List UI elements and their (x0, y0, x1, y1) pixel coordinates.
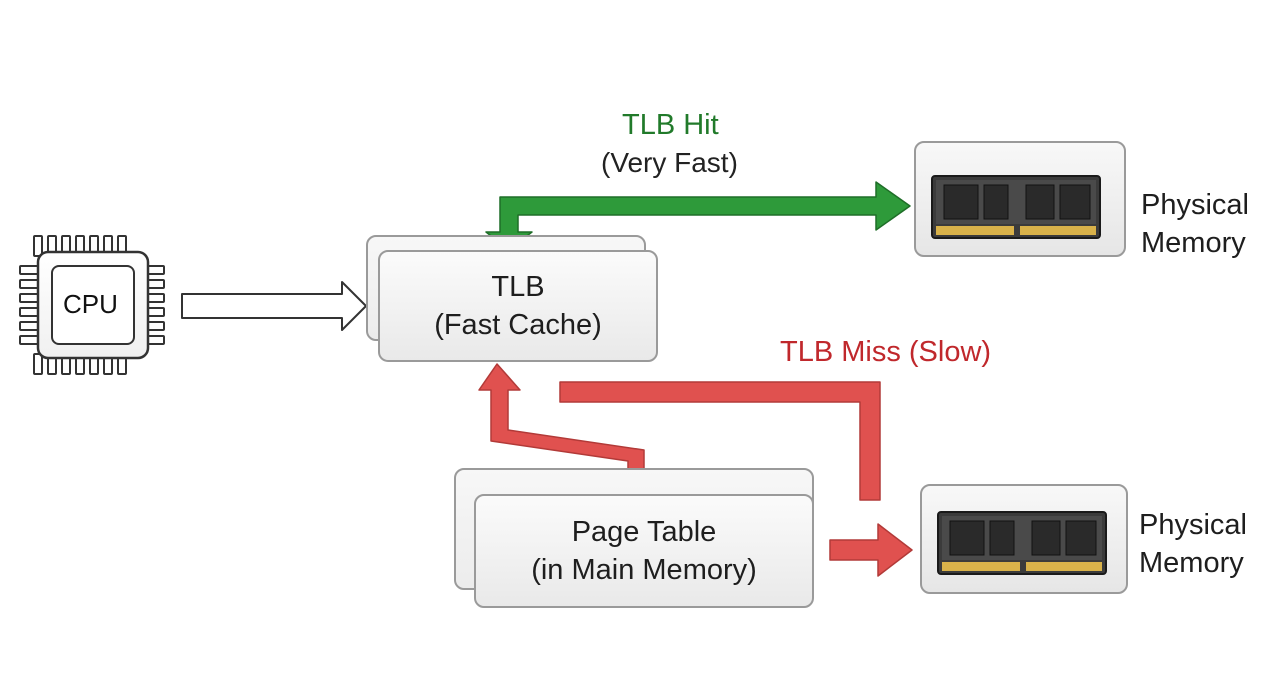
page-table-box: Page Table (in Main Memory) (474, 494, 814, 608)
tlb-hit-speed-label: (Very Fast) (601, 147, 738, 178)
ram-module-bottom-icon (937, 511, 1107, 575)
tlb-box: TLB (Fast Cache) (378, 250, 658, 362)
cpu-to-tlb-arrow (181, 281, 367, 331)
ram-module-top-icon (931, 175, 1101, 239)
tlb-subtitle: (Fast Cache) (434, 309, 602, 341)
page-table-title: Page Table (571, 516, 717, 548)
physical-memory-bottom-label: Physical Memory (1139, 509, 1247, 579)
physical-memory-top-label: Physical Memory (1141, 189, 1249, 259)
cpu-chip-icon (19, 235, 165, 375)
page-table-to-memory-arrow (829, 523, 913, 577)
tlb-miss-path-arrow (559, 381, 881, 501)
cpu-label: CPU (63, 289, 118, 319)
page-table-subtitle: (in Main Memory) (531, 554, 757, 586)
tlb-miss-label: TLB Miss (Slow) (780, 336, 992, 368)
tlb-hit-label: TLB Hit (622, 109, 719, 141)
tlb-title: TLB (491, 271, 545, 303)
